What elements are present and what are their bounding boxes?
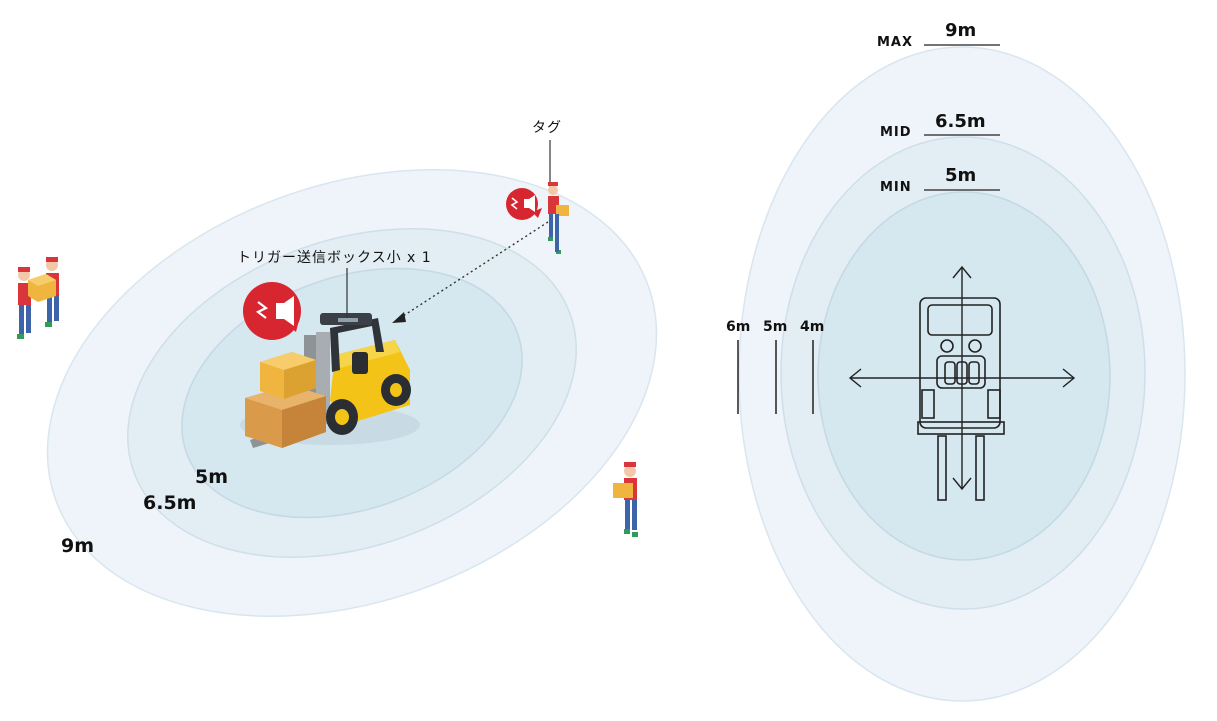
- direction-arrows: [848, 265, 1076, 491]
- tier-value-mid: 6.5m: [935, 111, 986, 132]
- side-distance-5m: 5m: [763, 319, 787, 335]
- side-distance-4m: 4m: [800, 319, 824, 335]
- tier-value-min: 5m: [945, 165, 976, 186]
- workers-pair: [17, 257, 59, 339]
- left-isometric-view: 5m 6.5m 9m: [17, 120, 658, 617]
- detection-arrow-head: [392, 312, 406, 323]
- trigger-label: トリガー送信ボックス小 x 1: [237, 250, 432, 266]
- side-distance-6m: 6m: [726, 319, 750, 335]
- tier-name-min: MIN: [880, 180, 912, 195]
- trigger-alert-icon: [243, 282, 301, 340]
- worker-with-tag: [548, 182, 569, 254]
- zone-label-9m: 9m: [61, 535, 94, 557]
- tag-label: タグ: [532, 120, 562, 136]
- worker-carrying-box: [613, 462, 638, 537]
- forklift-illustration: [240, 313, 420, 448]
- top-zone-min: [817, 191, 1111, 561]
- tier-name-mid: MID: [880, 125, 912, 140]
- tag-alert-icon: [506, 188, 542, 220]
- right-top-view: MAX 9m MID 6.5m MIN 5m 6m 5m 4m: [726, 20, 1186, 702]
- zone-label-6-5m: 6.5m: [143, 492, 196, 514]
- zone-label-5m: 5m: [195, 466, 228, 488]
- forklift-top-view: [917, 297, 1005, 501]
- tier-value-max: 9m: [945, 20, 976, 41]
- tier-name-max: MAX: [877, 35, 913, 50]
